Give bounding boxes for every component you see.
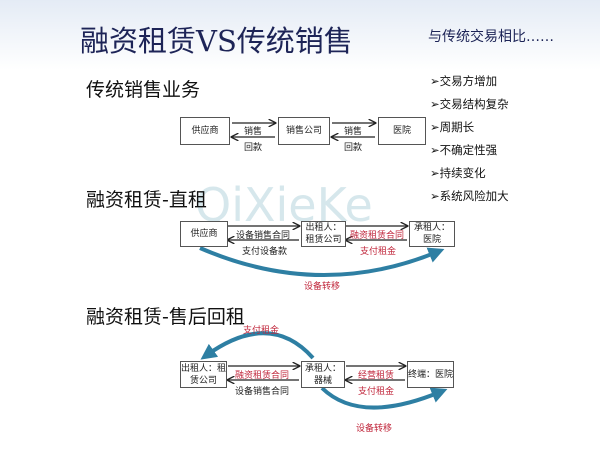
- arrow-label: 回款: [244, 143, 263, 153]
- page-title: 融资租赁VS传统销售: [80, 24, 353, 58]
- bullet: ➢周期长: [430, 120, 475, 134]
- node-lessee: 承租人：医院: [409, 221, 455, 247]
- node-lessor: 出租人：租赁公司: [301, 221, 346, 247]
- node-supplier: 供应商: [180, 117, 230, 145]
- arrow-label: 支付设备款: [242, 247, 288, 257]
- bullet: ➢系统风险加大: [430, 189, 509, 203]
- arc-label: 设备转移: [356, 424, 393, 434]
- bullet: ➢交易方增加: [430, 74, 498, 88]
- node-lessee: 承租人：器械: [301, 361, 345, 388]
- arc-label: 设备转移: [304, 282, 341, 292]
- arrow-label: 销售: [244, 127, 263, 137]
- node-hospital: 医院: [378, 117, 426, 145]
- node-sales-company: 销售公司: [278, 117, 330, 145]
- arc-label: 支付租金: [243, 326, 280, 336]
- section-heading: 融资租赁-直租: [86, 189, 207, 211]
- arrow-label: 回款: [344, 143, 363, 153]
- arrow-label: 支付租金: [360, 247, 397, 257]
- transfer-arc: [320, 386, 448, 410]
- arrow-label: 经营租赁: [358, 371, 395, 381]
- bullet: ➢交易结构复杂: [430, 97, 509, 111]
- bullet: ➢持续变化: [430, 166, 486, 180]
- arrow-label: 设备销售合同: [236, 231, 291, 241]
- bullet: ➢不确定性强: [430, 143, 498, 157]
- arrow-label: 支付租金: [358, 387, 395, 397]
- arrow-label: 融资租赁合同: [350, 231, 405, 241]
- arrow-label: 融资租赁合同: [235, 371, 290, 381]
- section-heading: 融资租赁-售后回租: [86, 306, 245, 328]
- subtitle: 与传统交易相比……: [428, 29, 554, 45]
- transfer-arc: [199, 246, 445, 277]
- arrow-label: 销售: [344, 127, 363, 137]
- arrow-label: 设备销售合同: [235, 387, 290, 397]
- node-supplier: 供应商: [180, 221, 228, 247]
- node-terminal: 终端：医院: [407, 361, 454, 388]
- payment-arc: [200, 331, 315, 360]
- section-heading: 传统销售业务: [86, 79, 201, 101]
- node-lessor: 出租人：租赁公司: [180, 361, 227, 388]
